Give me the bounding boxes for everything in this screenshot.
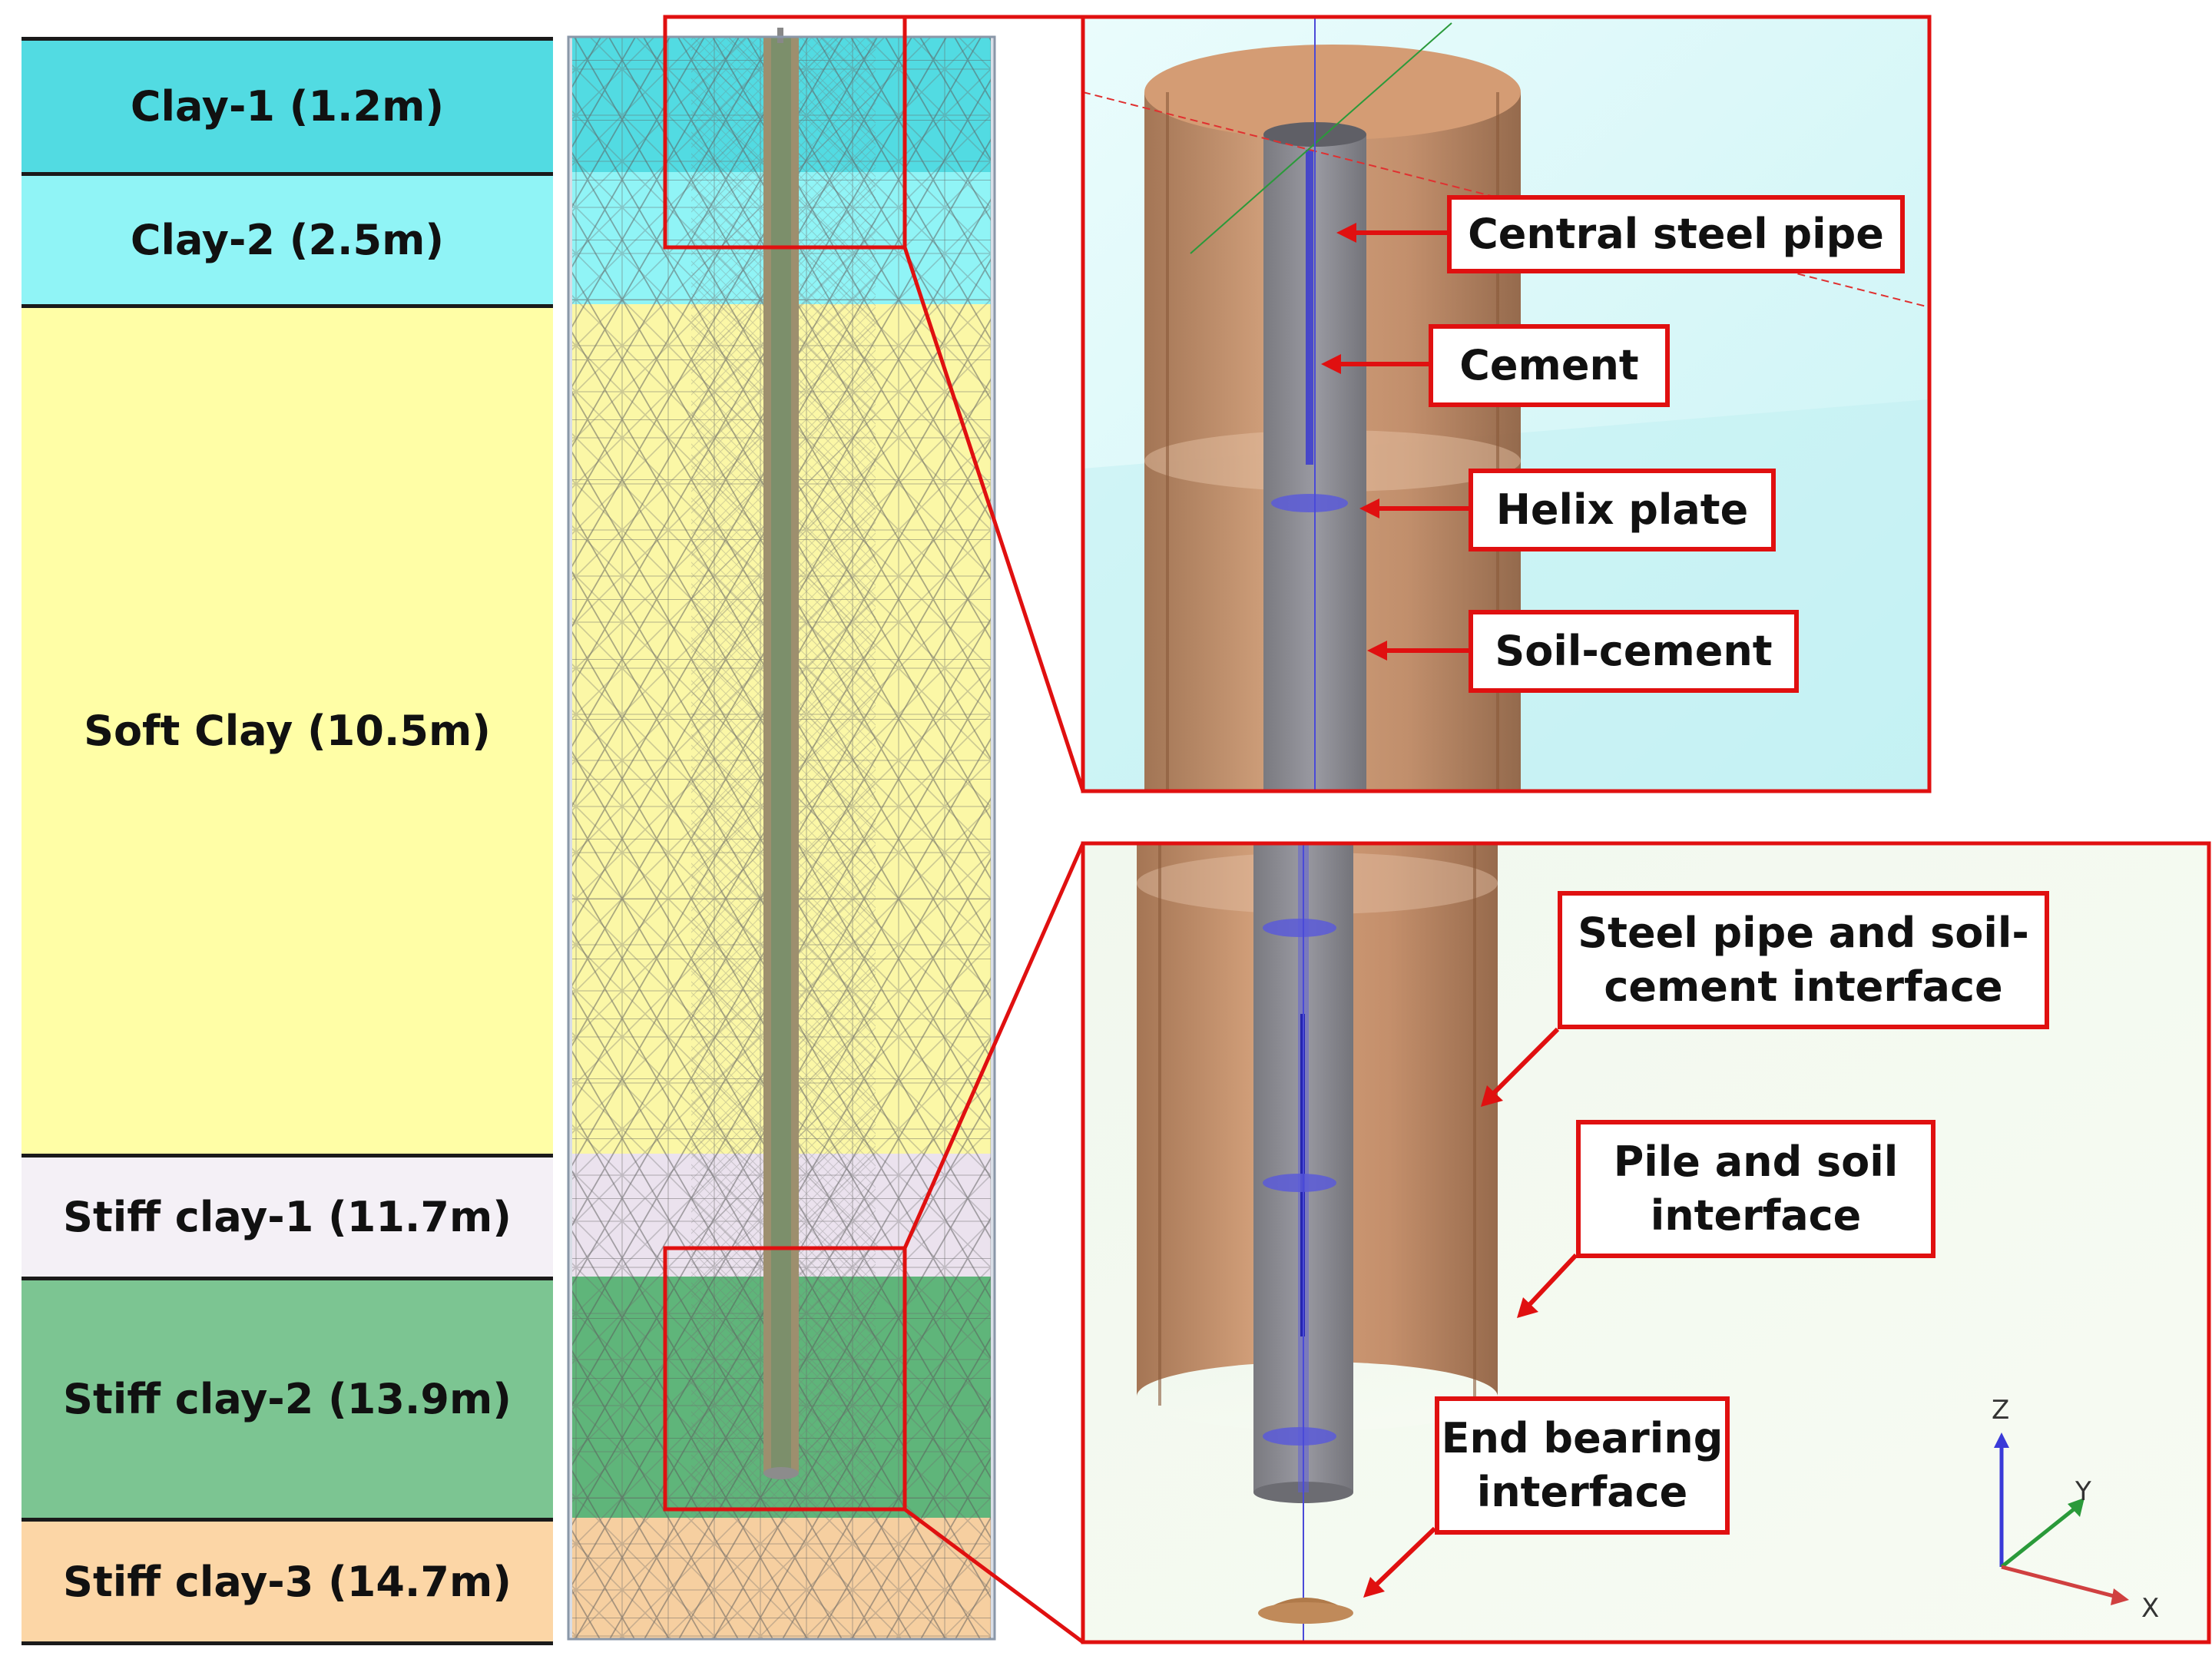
axis-label-z: Z	[1992, 1395, 2010, 1426]
callout-cement: Cement	[1429, 324, 1670, 407]
callout-label: Steel pipe and soil- cement interface	[1578, 909, 2029, 1011]
callout-end-bearing-interface: End bearing interface	[1435, 1396, 1730, 1535]
callout-label: Helix plate	[1495, 485, 1749, 534]
layer-stiff-clay-2: Stiff clay-2 (13.9m)	[22, 1277, 553, 1518]
layer-label: Soft Clay (10.5m)	[84, 707, 491, 755]
callout-label: Central steel pipe	[1468, 210, 1884, 258]
zoom-region-top	[663, 15, 907, 250]
callout-label: End bearing interface	[1441, 1414, 1724, 1516]
zoom-connector-lines	[902, 15, 1085, 1644]
callout-soil-cement: Soil-cement	[1469, 610, 1799, 693]
mesh-model-column	[567, 28, 996, 1641]
layer-label: Stiff clay-1 (11.7m)	[63, 1193, 512, 1241]
callout-helix-plate: Helix plate	[1469, 469, 1776, 551]
callout-label: Pile and soil interface	[1613, 1138, 1899, 1240]
layer-label: Clay-2 (2.5m)	[130, 216, 445, 264]
layer-clay-2: Clay-2 (2.5m)	[22, 172, 553, 304]
axis-label-y: Y	[2075, 1476, 2091, 1507]
zoom-region-bottom	[663, 1246, 907, 1512]
callout-steel-pipe-soil-cement-interface: Steel pipe and soil- cement interface	[1558, 891, 2049, 1029]
layer-soft-clay: Soft Clay (10.5m)	[22, 304, 553, 1154]
callout-label: Soil-cement	[1495, 627, 1773, 675]
callout-label: Cement	[1459, 341, 1639, 389]
callout-pile-soil-interface: Pile and soil interface	[1576, 1120, 1936, 1258]
axis-triad	[1994, 1432, 2129, 1605]
layer-stiff-clay-3: Stiff clay-3 (14.7m)	[22, 1518, 553, 1645]
callout-central-steel-pipe: Central steel pipe	[1447, 195, 1905, 273]
layer-label: Clay-1 (1.2m)	[130, 82, 445, 131]
layer-clay-1: Clay-1 (1.2m)	[22, 37, 553, 172]
layer-label: Stiff clay-2 (13.9m)	[63, 1375, 512, 1423]
layer-label: Stiff clay-3 (14.7m)	[63, 1557, 512, 1606]
layer-stiff-clay-1: Stiff clay-1 (11.7m)	[22, 1154, 553, 1277]
axis-label-x: X	[2141, 1593, 2160, 1624]
callout-arrows	[1321, 223, 1578, 1598]
